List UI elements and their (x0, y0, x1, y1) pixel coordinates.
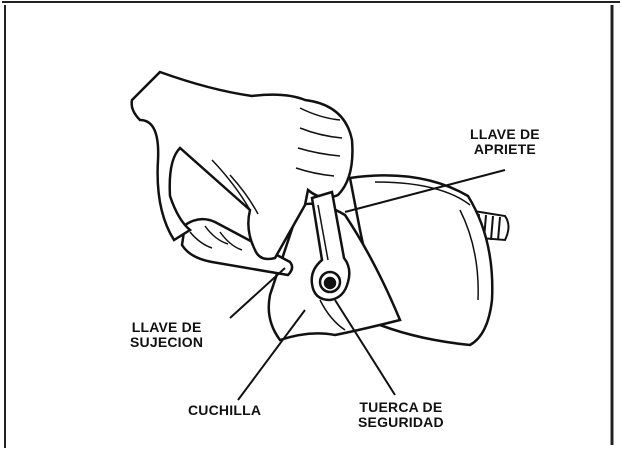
label-llave-apriete-line2: APRIETE (470, 142, 540, 157)
label-cuchilla: CUCHILLA (188, 403, 261, 418)
label-cuchilla-line1: CUCHILLA (188, 403, 261, 418)
label-llave-sujecion-line1: LLAVE DE (130, 320, 203, 335)
label-tuerca-line1: TUERCA DE (358, 400, 444, 415)
label-llave-apriete-line1: LLAVE DE (470, 127, 540, 142)
label-tuerca-seguridad: TUERCA DE SEGURIDAD (358, 400, 444, 430)
label-llave-sujecion: LLAVE DE SUJECION (130, 320, 203, 350)
label-llave-apriete: LLAVE DE APRIETE (470, 127, 540, 157)
label-llave-sujecion-line2: SUJECION (130, 335, 203, 350)
label-tuerca-line2: SEGURIDAD (358, 415, 444, 430)
